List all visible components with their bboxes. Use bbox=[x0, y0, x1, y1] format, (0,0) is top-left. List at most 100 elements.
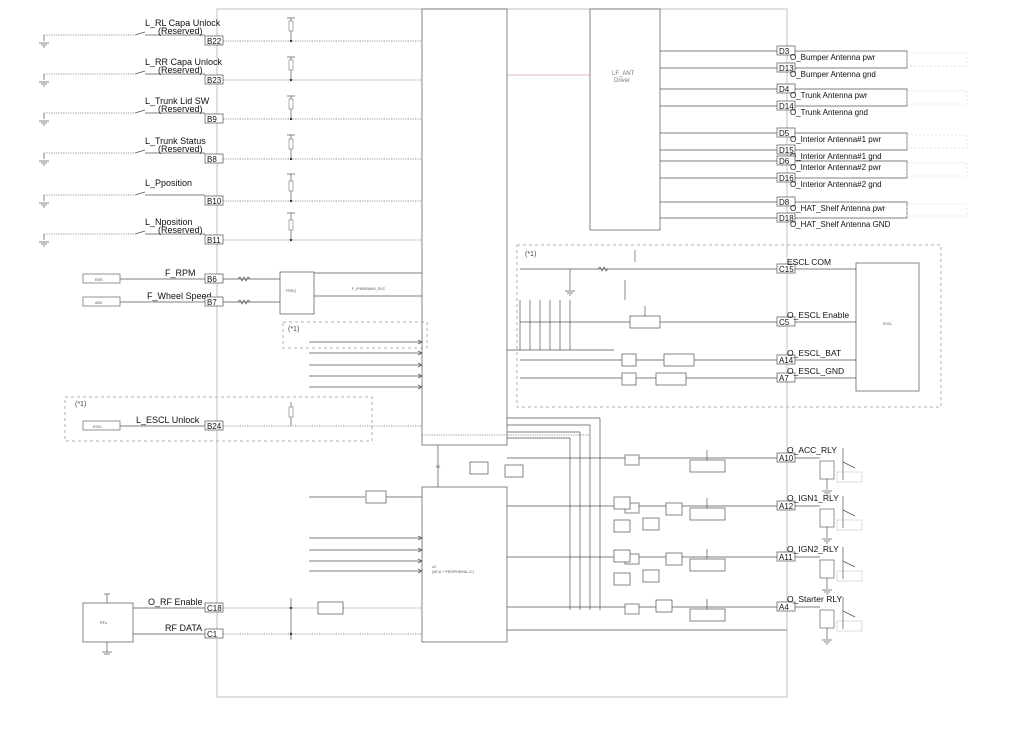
left-input-1-sub: (Reserved) bbox=[158, 26, 203, 36]
relay-output-3-label: O_IGN2_RLY bbox=[787, 544, 839, 554]
mcu-caption: uC bbox=[432, 565, 437, 569]
escl-output-3-label: O_ESCL_BAT bbox=[787, 348, 841, 358]
antenna-7-pin: D6 bbox=[779, 157, 790, 166]
relay-output-4-pin: A4 bbox=[779, 603, 789, 612]
antenna-6-pin-box bbox=[776, 144, 796, 155]
left-input-2-sub: (Reserved) bbox=[158, 65, 203, 75]
antenna-7-pin-box bbox=[776, 155, 796, 166]
note-box-escl bbox=[64, 396, 373, 442]
left-input-5-pin-box bbox=[204, 195, 224, 206]
mcu-bus-label: B2 bbox=[436, 465, 440, 469]
rf-input-1-pin-box bbox=[204, 602, 224, 613]
left-input-2-label: L_RR Capa Unlock bbox=[145, 57, 223, 67]
lf-driver-block bbox=[589, 8, 661, 231]
antenna-10-pin-box bbox=[776, 212, 796, 223]
left-input-4-sub: (Reserved) bbox=[158, 144, 203, 154]
antenna-2-label: O_Bumper Antenna gnd bbox=[790, 70, 876, 79]
escl-output-4-pin: A7 bbox=[779, 374, 789, 383]
left-input-3-sub: (Reserved) bbox=[158, 104, 203, 114]
internal-logic-blocks bbox=[469, 300, 787, 631]
left-input-4-pin: B8 bbox=[207, 155, 217, 164]
left-input-6-label: L_Nposition bbox=[145, 217, 193, 227]
left-input-3-label: L_Trunk Lid SW bbox=[145, 96, 210, 106]
antenna-5-pin-box bbox=[776, 127, 796, 138]
relay-output-2-pin-box bbox=[776, 500, 796, 511]
freq-input-1-pin: B6 bbox=[207, 275, 217, 284]
antenna-4-pin-box bbox=[776, 100, 796, 111]
antenna-2-pin-box bbox=[776, 62, 796, 73]
escl-output-3-pin-box bbox=[776, 354, 796, 365]
escl-output-4-pin-box bbox=[776, 372, 796, 383]
freq-filter-block bbox=[279, 271, 315, 315]
freq-input-2-source-box bbox=[82, 296, 121, 307]
bus-label: F_IPMDRAWS_SVC bbox=[352, 287, 386, 291]
freq-input-1-source-box bbox=[82, 273, 121, 284]
antenna-4-label: O_Trunk Antenna gnd bbox=[790, 108, 868, 117]
antenna-3-label: O_Trunk Antenna pwr bbox=[790, 91, 868, 100]
left-input-1-pin: B22 bbox=[207, 37, 222, 46]
antenna-10-label: O_HAT_Shelf Antenna GND bbox=[790, 220, 891, 229]
escl-output-3-pin: A14 bbox=[779, 356, 794, 365]
left-input-5-pin: B10 bbox=[207, 197, 222, 206]
freq-input-2-pin: B7 bbox=[207, 298, 217, 307]
antenna-8-pin-box bbox=[776, 172, 796, 183]
freq-input-1-label: F_RPM bbox=[165, 268, 196, 278]
relay-output-4-label: O_Starter RLY bbox=[787, 594, 842, 604]
escl-source: ESCL bbox=[93, 425, 102, 429]
rf-input-1-label: O_RF Enable bbox=[148, 597, 203, 607]
relay-output-3-pin: A11 bbox=[779, 553, 793, 562]
antenna-9-pin: D8 bbox=[779, 198, 790, 207]
relay-output-1-pin-box bbox=[776, 452, 796, 463]
mcu-caption2: (MCU + PERIPHERAL IC) bbox=[432, 570, 474, 574]
antenna-9-pin-box bbox=[776, 196, 796, 207]
escl-input-pin: B24 bbox=[207, 422, 222, 431]
rf-input-2-label: RF DATA bbox=[165, 623, 202, 633]
antenna-3-pin-box bbox=[776, 83, 796, 94]
escl-output-1-pin: C15 bbox=[779, 265, 794, 274]
escl-region-note: (*1) bbox=[525, 251, 536, 258]
left-input-6-pin: B11 bbox=[207, 236, 221, 245]
escl-note: (*1) bbox=[75, 401, 86, 408]
relay-output-group: A10O_ACC_RLYA12O_IGN1_RLYA11O_IGN2_RLYA4… bbox=[507, 445, 863, 645]
relay-output-2-pin: A12 bbox=[779, 502, 794, 511]
freq-input-2-label: F_Wheel Speed bbox=[147, 291, 212, 301]
left-input-3-pin-box bbox=[204, 113, 224, 124]
escl-region bbox=[516, 244, 942, 408]
left-input-5-label: L_Pposition bbox=[145, 178, 192, 188]
escl-output-2-label: O_ESCL Enable bbox=[787, 310, 849, 320]
rf-input-2-pin: C1 bbox=[207, 630, 218, 639]
freq-input-1-source: EMS bbox=[95, 278, 103, 282]
relay-output-1-label: O_ACC_RLY bbox=[787, 445, 837, 455]
escl-output-2-pin-box bbox=[776, 316, 796, 327]
antenna-10-pin: D18 bbox=[779, 214, 794, 223]
freq-input-2-source: ABS bbox=[95, 301, 103, 305]
left-input-2-pin: B23 bbox=[207, 76, 222, 85]
antenna-7-label: O_Interior Antenna#2 pwr bbox=[790, 163, 882, 172]
antenna-8-pin: D16 bbox=[779, 174, 794, 183]
antenna-6-pin: D15 bbox=[779, 146, 794, 155]
freq-input-1-pin-box bbox=[204, 273, 224, 284]
antenna-1-label: O_Bumper Antenna pwr bbox=[790, 53, 876, 62]
analog-signal-lines bbox=[309, 339, 590, 574]
relay-output-4-pin-box bbox=[776, 601, 796, 612]
antenna-2-pin: D13 bbox=[779, 64, 794, 73]
antenna-9-label: O_HAT_Shelf Antenna pwr bbox=[790, 204, 886, 213]
escl-source-box bbox=[82, 420, 121, 431]
left-input-2-pin-box bbox=[204, 74, 224, 85]
freq-filter-caption: FREQ bbox=[286, 289, 296, 293]
rf-input-1-pin: C18 bbox=[207, 604, 222, 613]
freq-input-2-pin-box bbox=[204, 296, 224, 307]
lf-driver-sub: Driver bbox=[614, 78, 630, 84]
main-ic-lower bbox=[421, 486, 508, 643]
left-input-4-label: L_Trunk Status bbox=[145, 136, 206, 146]
antenna-6-label: O_Interior Antenna#1 gnd bbox=[790, 152, 882, 161]
relay-output-3-pin-box bbox=[776, 551, 796, 562]
antenna-1-pin-box bbox=[776, 45, 796, 56]
escl-output-1-pin-box bbox=[776, 263, 796, 274]
antenna-4-pin: D14 bbox=[779, 102, 794, 111]
escl-output-4-label: O_ESCL_GND bbox=[787, 366, 844, 376]
